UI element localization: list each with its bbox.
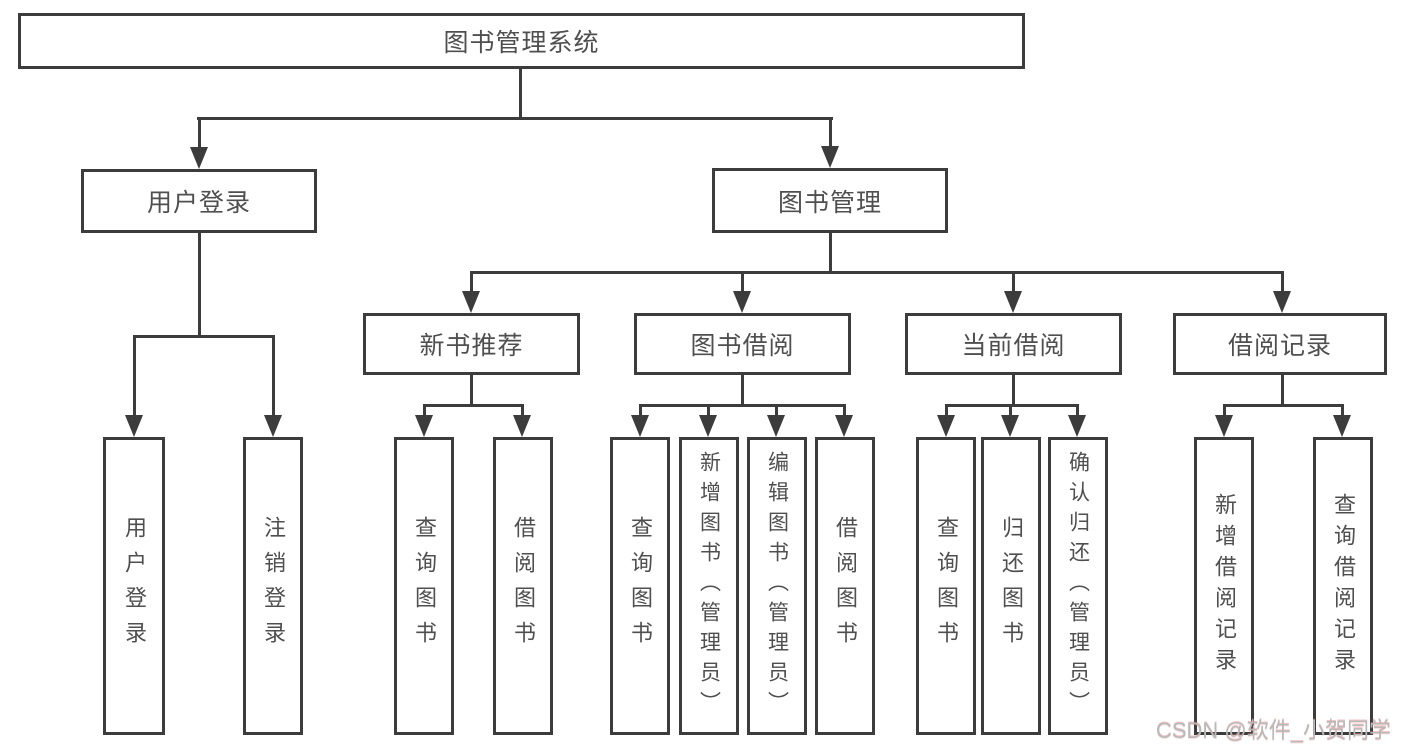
- leaf-nb-query-book-label: 查询图书: [412, 516, 437, 656]
- leaf-br-query-record: 查询借阅记录: [1313, 437, 1373, 735]
- leaf-br-add-record-label: 新增借阅记录: [1212, 493, 1237, 679]
- leaf-bb-add-book-admin-label: 新增图书（管理员）: [697, 451, 721, 721]
- leaf-cb-return-book: 归还图书: [981, 437, 1041, 735]
- leaf-nb-borrow-book: 借阅图书: [493, 437, 553, 735]
- connector: [829, 233, 832, 274]
- arrowhead-down: [1068, 415, 1086, 437]
- leaf-bb-edit-book-admin: 编辑图书（管理员）: [747, 437, 807, 735]
- leaf-bb-edit-book-admin-label: 编辑图书（管理员）: [765, 451, 789, 721]
- arrowhead-down: [835, 415, 853, 437]
- node-borrowing-records-label: 借阅记录: [1227, 332, 1332, 360]
- connector: [639, 404, 846, 407]
- node-new-book-recommend: 新书推荐: [363, 313, 580, 375]
- connector: [423, 404, 426, 418]
- leaf-bb-query-book-label: 查询图书: [628, 516, 653, 656]
- leaf-br-query-record-label: 查询借阅记录: [1331, 493, 1356, 679]
- csdn-watermark: CSDN @软件_小贺同学: [1155, 718, 1391, 743]
- connector: [1281, 271, 1284, 295]
- arrowhead-down: [1273, 291, 1291, 313]
- connector: [519, 69, 522, 119]
- connector: [1009, 404, 1012, 418]
- arrowhead-down: [1001, 415, 1019, 437]
- node-current-borrowing: 当前借阅: [905, 313, 1122, 375]
- arrowhead-down: [1004, 291, 1022, 313]
- leaf-cb-confirm-return-admin: 确认归还（管理员）: [1048, 437, 1108, 735]
- node-book-management-label: 图书管理: [777, 188, 882, 217]
- leaf-br-add-record: 新增借阅记录: [1194, 437, 1254, 735]
- leaf-nb-borrow-book-label: 借阅图书: [511, 516, 536, 656]
- node-user-login: 用户登录: [81, 169, 317, 233]
- connector: [1341, 404, 1344, 418]
- connector: [198, 233, 201, 337]
- connector: [1223, 404, 1226, 418]
- arrowhead-down: [631, 415, 649, 437]
- connector: [470, 271, 473, 295]
- connector: [1223, 404, 1344, 407]
- connector: [1012, 271, 1015, 295]
- connector: [741, 271, 744, 295]
- connector: [470, 375, 473, 406]
- leaf-logout-label: 注销登录: [261, 516, 286, 656]
- connector: [133, 335, 275, 338]
- arrowhead-down: [733, 291, 751, 313]
- leaf-cb-return-book-label: 归还图书: [999, 516, 1024, 656]
- connector: [133, 335, 136, 417]
- leaf-bb-add-book-admin: 新增图书（管理员）: [679, 437, 739, 735]
- arrowhead-down: [125, 415, 143, 437]
- leaf-user-login: 用户登录: [103, 437, 165, 735]
- leaf-logout: 注销登录: [243, 437, 303, 735]
- node-new-book-recommend-label: 新书推荐: [419, 332, 524, 360]
- connector: [741, 375, 744, 406]
- leaf-cb-query-book: 查询图书: [916, 437, 976, 735]
- node-user-login-label: 用户登录: [146, 189, 251, 217]
- node-book-borrowing-label: 图书借阅: [690, 332, 795, 360]
- arrowhead-down: [767, 415, 785, 437]
- connector: [470, 271, 1284, 274]
- connector: [639, 404, 642, 418]
- connector: [423, 404, 524, 407]
- node-book-management: 图书管理: [712, 168, 948, 233]
- connector: [843, 404, 846, 418]
- arrowhead-down: [699, 415, 717, 437]
- connector: [521, 404, 524, 418]
- node-borrowing-records: 借阅记录: [1173, 313, 1387, 375]
- connector: [1281, 375, 1284, 406]
- leaf-user-login-label: 用户登录: [122, 516, 147, 656]
- arrowhead-down: [264, 415, 282, 437]
- arrowhead-down: [1333, 415, 1351, 437]
- leaf-bb-query-book: 查询图书: [610, 437, 670, 735]
- connector: [945, 404, 1079, 407]
- arrowhead-down: [462, 291, 480, 313]
- arrowhead-down: [937, 415, 955, 437]
- connector: [775, 404, 778, 418]
- arrowhead-down: [190, 147, 208, 169]
- leaf-cb-confirm-return-admin-label: 确认归还（管理员）: [1066, 451, 1090, 721]
- connector: [945, 404, 948, 418]
- node-current-borrowing-label: 当前借阅: [961, 332, 1066, 360]
- connector: [1076, 404, 1079, 418]
- connector: [707, 404, 710, 418]
- leaf-bb-borrow-book: 借阅图书: [815, 437, 875, 735]
- arrowhead-down: [513, 415, 531, 437]
- connector: [198, 117, 201, 155]
- arrowhead-down: [1215, 415, 1233, 437]
- arrowhead-down: [415, 415, 433, 437]
- leaf-bb-borrow-book-label: 借阅图书: [833, 516, 858, 656]
- leaf-nb-query-book: 查询图书: [394, 437, 454, 735]
- node-root: 图书管理系统: [18, 13, 1025, 69]
- leaf-cb-query-book-label: 查询图书: [934, 516, 959, 656]
- arrowhead-down: [821, 146, 839, 168]
- node-root-label: 图书管理系统: [443, 29, 600, 57]
- connector: [1012, 375, 1015, 406]
- connector: [197, 117, 833, 120]
- connector: [829, 117, 832, 155]
- connector: [272, 335, 275, 417]
- node-book-borrowing: 图书借阅: [634, 313, 851, 375]
